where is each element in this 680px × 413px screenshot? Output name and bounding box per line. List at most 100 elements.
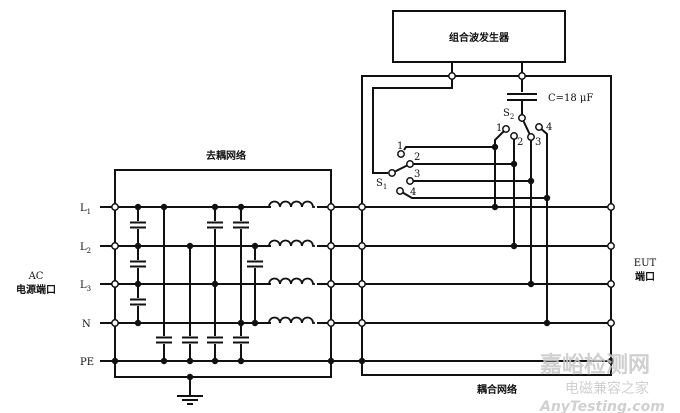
terminal — [518, 72, 526, 80]
decoupling-box-top — [114, 169, 332, 207]
capacitor-gap — [132, 298, 144, 306]
capacitor-gap — [209, 221, 221, 229]
wire — [403, 146, 495, 151]
decoupling-network-label: 去耦网络 — [206, 149, 246, 162]
s2-contact-3: 3 — [535, 137, 541, 148]
circuit-marks — [111, 72, 615, 405]
inductor-gap — [271, 317, 317, 324]
junction-dot — [211, 203, 219, 211]
s2-contact-1: 1 — [496, 123, 502, 134]
eut-port-label-2: 端口 — [635, 270, 655, 283]
junction-dot — [211, 280, 219, 288]
junction-dot — [186, 357, 194, 365]
eut-port-label-1: EUT — [634, 258, 657, 269]
terminal — [111, 280, 119, 288]
junction-dot — [327, 357, 335, 365]
terminal — [607, 319, 615, 327]
terminal — [111, 319, 119, 327]
terminal — [535, 123, 543, 131]
generator-box — [392, 10, 566, 63]
inductor — [268, 316, 315, 324]
capacitor-gap — [184, 336, 196, 344]
terminal — [327, 280, 335, 288]
junction-dot — [211, 357, 219, 365]
terminal — [388, 169, 396, 177]
terminal — [607, 203, 615, 211]
s1-feed — [372, 76, 453, 174]
inductor — [268, 200, 315, 208]
terminal — [358, 319, 366, 327]
coupling-box — [361, 75, 612, 361]
line-label-l2: L2 — [80, 242, 91, 255]
inductor — [268, 277, 315, 285]
s2-label: S2 — [503, 108, 514, 121]
wire — [538, 126, 548, 323]
junction-dot — [491, 143, 499, 151]
junction-dot — [527, 177, 535, 185]
ac-port-label-2: 电源端口 — [16, 283, 56, 296]
terminal — [396, 187, 404, 195]
decoupling-box-bottom — [114, 361, 332, 378]
terminal — [510, 132, 518, 140]
terminal — [327, 319, 335, 327]
junction-dot — [160, 203, 168, 211]
junction-dot — [134, 203, 142, 211]
capacitor-gap — [132, 221, 144, 229]
terminal — [448, 72, 456, 80]
coupling-network-label: 耦合网络 — [477, 383, 517, 396]
capacitor-gap — [132, 260, 144, 268]
terminal — [406, 160, 414, 168]
watermark-line-1: 嘉峪检测网 — [540, 352, 650, 378]
line-label-l1: L1 — [80, 203, 91, 216]
inductor-gap — [271, 278, 317, 285]
wire — [494, 128, 507, 207]
terminal — [397, 150, 405, 158]
terminal — [502, 125, 510, 133]
s1-contact-1: 1 — [397, 141, 403, 152]
watermark-line-2: 电磁兼容之家 — [565, 380, 649, 397]
wires — [100, 62, 612, 395]
junction-dot — [237, 357, 245, 365]
terminal — [607, 242, 615, 250]
junction-dot — [251, 242, 259, 250]
junction-dot — [134, 242, 142, 250]
junction-dot — [510, 160, 518, 168]
terminal — [406, 177, 414, 185]
s2-contact-4: 4 — [546, 122, 552, 133]
junction-dot — [134, 280, 142, 288]
inductor-gap — [271, 201, 317, 208]
junction-dot — [186, 373, 194, 381]
junction-dot — [543, 319, 551, 327]
junction-dot — [111, 357, 119, 365]
coupling-box-bottom — [361, 361, 612, 376]
s2-contact-2: 2 — [517, 137, 523, 148]
junction-dot — [510, 242, 518, 250]
junction-dot — [607, 357, 615, 365]
terminal — [527, 133, 535, 141]
junction-dot — [237, 203, 245, 211]
terminal — [607, 280, 615, 288]
terminal — [358, 203, 366, 211]
terminal — [358, 280, 366, 288]
junction-dot — [251, 319, 259, 327]
s1-contact-2: 2 — [414, 152, 420, 163]
junction-dot — [358, 357, 366, 365]
capacitor-gap — [512, 92, 532, 101]
line-label-l3: L3 — [80, 280, 91, 293]
junction-dot — [134, 319, 142, 327]
line-label-n: N — [82, 319, 91, 330]
junction-dot — [160, 357, 168, 365]
capacitor-gap — [235, 221, 247, 229]
capacitor-gap — [249, 260, 261, 268]
terminal — [358, 242, 366, 250]
watermark: 嘉峪检测网 电磁兼容之家 AnyTesting.com — [539, 352, 665, 413]
s1-contact-4: 4 — [410, 187, 416, 198]
capacitor-gap — [158, 336, 170, 344]
terminal — [327, 242, 335, 250]
terminal — [111, 242, 119, 250]
junction-dot — [491, 203, 499, 211]
s1-label: S1 — [376, 178, 387, 191]
capacitor-gap — [209, 336, 221, 344]
